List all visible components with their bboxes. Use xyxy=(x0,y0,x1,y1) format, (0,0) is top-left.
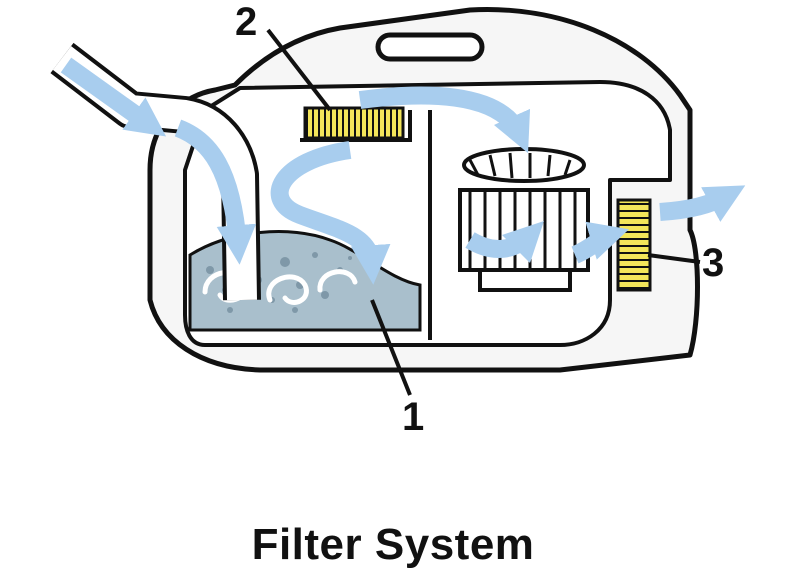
airflow-intake-arrow xyxy=(60,57,167,137)
fine-filter-cartridge xyxy=(458,147,590,292)
leader-line-2 xyxy=(266,28,332,112)
tank-baffle xyxy=(300,110,412,142)
carry-handle xyxy=(375,32,485,62)
airflow-arrows xyxy=(60,57,746,285)
airflow-swirl-arrow xyxy=(270,141,391,285)
leader-line-3 xyxy=(647,253,701,264)
callout-3-label: 3 xyxy=(702,241,724,285)
exhaust-filter xyxy=(616,198,652,292)
airflow-down-arrow xyxy=(174,119,257,265)
callout-2-label: 2 xyxy=(235,0,257,44)
airflow-filter-arrow xyxy=(465,221,545,264)
airflow-up-arrow xyxy=(358,86,531,154)
leader-lines xyxy=(266,28,701,396)
diagram-caption: Filter System xyxy=(251,520,535,569)
hose-pipe-interior xyxy=(52,46,257,301)
callout-1-label: 1 xyxy=(402,395,424,439)
leader-line-1 xyxy=(370,299,412,396)
airflow-out-arrow xyxy=(571,221,629,264)
airflow-exhaust-arrow xyxy=(659,185,746,222)
foam-filter xyxy=(303,106,405,140)
